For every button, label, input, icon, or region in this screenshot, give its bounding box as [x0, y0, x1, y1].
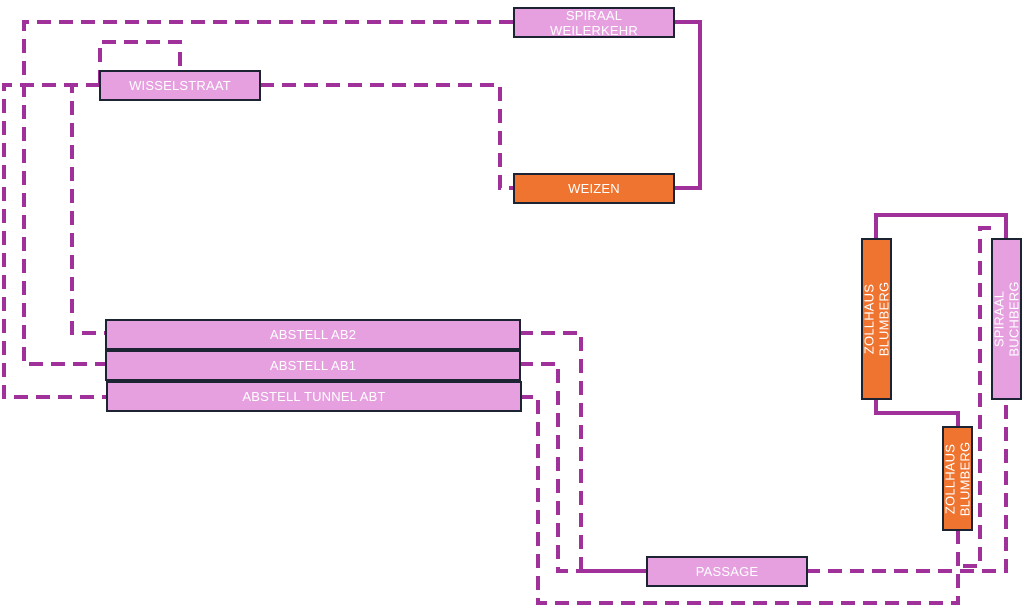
- track-buchberg-inner: [960, 226, 991, 568]
- node-abstell-ab1[interactable]: ABSTELL AB1: [105, 350, 521, 381]
- node-spiraal-buchberg[interactable]: SPIRAAL BUCHBERG: [991, 238, 1022, 400]
- node-wisselstraat[interactable]: WISSELSTRAAT: [99, 70, 261, 101]
- node-label: ZOLLHAUS BLUMBERG: [942, 441, 973, 516]
- node-abstell-ab2[interactable]: ABSTELL AB2: [105, 319, 521, 350]
- track-weilerkehr-to-ab1: [22, 20, 513, 366]
- track-wisselstraat-to-ab1: [98, 40, 182, 84]
- node-label: WEIZEN: [568, 181, 620, 196]
- node-label: SPIRAAL WEILERKEHR: [550, 7, 638, 38]
- node-label: ABSTELL TUNNEL ABT: [242, 389, 386, 404]
- track-tunnel-to-zollhaus: [519, 395, 960, 605]
- node-zollhaus-blumberg-top[interactable]: ZOLLHAUS BLUMBERG: [861, 238, 892, 400]
- node-label: ABSTELL AB2: [269, 327, 357, 342]
- track-spiraal-weilerkehr-to-weizen: [674, 20, 702, 190]
- node-spiraal-weilerkehr[interactable]: SPIRAAL WEILERKEHR: [513, 7, 675, 38]
- track-wisselstraat-to-weizen: [260, 83, 513, 190]
- node-label: SPIRAAL BUCHBERG: [991, 281, 1022, 357]
- node-zollhaus-blumberg-bottom[interactable]: ZOLLHAUS BLUMBERG: [942, 426, 973, 531]
- track-buchberg-loop-top: [874, 213, 1008, 240]
- node-label: ZOLLHAUS BLUMBERG: [861, 281, 892, 357]
- track-ab2-to-passage: [519, 331, 646, 573]
- node-abstell-tunnel-abt[interactable]: ABSTELL TUNNEL ABT: [106, 381, 522, 412]
- node-weizen[interactable]: WEIZEN: [513, 173, 675, 204]
- node-label: PASSAGE: [695, 564, 759, 579]
- node-label: ABSTELL AB1: [269, 358, 357, 373]
- track-zollhaus-connector: [874, 398, 960, 428]
- track-wisselstraat-to-ab2: [70, 83, 107, 335]
- track-ab1-to-passage: [519, 362, 646, 573]
- track-passage-to-buchberg: [806, 398, 1008, 573]
- track-wisselstraat-to-tunnel: [2, 83, 107, 399]
- node-passage[interactable]: PASSAGE: [646, 556, 808, 587]
- node-label: WISSELSTRAAT: [129, 78, 231, 93]
